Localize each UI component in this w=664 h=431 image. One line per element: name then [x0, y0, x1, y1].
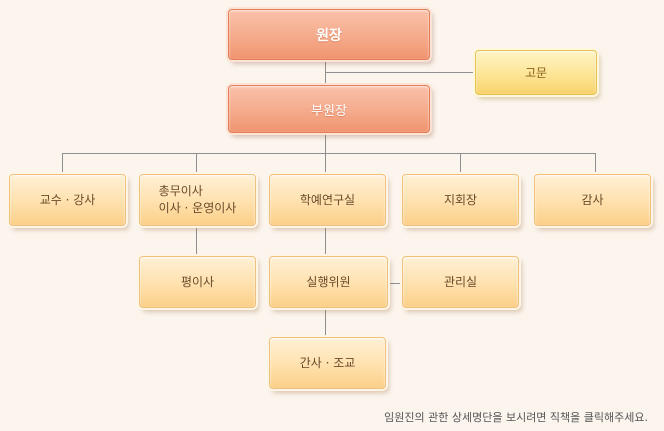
- director-box[interactable]: 원장: [228, 9, 430, 60]
- vice-director-label: 부원장: [311, 103, 347, 119]
- branch-head-label: 지회장: [443, 192, 478, 207]
- connector-executive-management: [388, 283, 402, 284]
- executive-committee-box[interactable]: 실행위원: [269, 256, 388, 308]
- connector-drop-branch: [460, 153, 461, 174]
- footnote-text: 임원진의 관한 상세명단을 보시려면 직책을 클릭해주세요.: [384, 411, 648, 424]
- management-office-box[interactable]: 관리실: [402, 256, 519, 308]
- executive-committee-label: 실행위원: [306, 274, 351, 289]
- connector-drop-research: [325, 153, 326, 174]
- professor-label: 교수 · 강사: [39, 192, 96, 207]
- professor-box[interactable]: 교수 · 강사: [9, 174, 126, 226]
- director-label: 원장: [316, 27, 342, 44]
- auditor-label: 감사: [581, 192, 604, 207]
- advisor-box[interactable]: 고문: [475, 50, 597, 95]
- auditor-box[interactable]: 감사: [534, 174, 651, 226]
- vice-director-box[interactable]: 부원장: [228, 85, 430, 133]
- advisor-label: 고문: [524, 66, 548, 80]
- connector-drop-auditor: [595, 153, 596, 174]
- regular-director-box[interactable]: 평이사: [139, 256, 256, 308]
- management-office-label: 관리실: [443, 274, 478, 289]
- branch-head-box[interactable]: 지회장: [402, 174, 519, 226]
- connector-general-regular: [196, 226, 197, 256]
- regular-director-label: 평이사: [180, 274, 215, 289]
- connector-horizontal-bus: [62, 153, 595, 154]
- research-label: 학예연구실: [299, 192, 356, 207]
- connector-research-executive: [325, 226, 326, 256]
- general-director-label-line2: 이사 · 운영이사: [158, 201, 237, 215]
- connector-drop-professor: [62, 153, 63, 174]
- secretary-box[interactable]: 간사 · 조교: [269, 337, 386, 389]
- general-director-box[interactable]: 총무이사 이사 · 운영이사: [139, 174, 256, 226]
- secretary-label: 간사 · 조교: [299, 355, 356, 370]
- connector-vice-down: [325, 133, 326, 153]
- research-box[interactable]: 학예연구실: [269, 174, 386, 226]
- connector-executive-secretary: [325, 308, 326, 337]
- connector-advisor: [325, 72, 475, 73]
- general-director-label-line1: 총무이사: [158, 184, 203, 198]
- connector-drop-general: [196, 153, 197, 174]
